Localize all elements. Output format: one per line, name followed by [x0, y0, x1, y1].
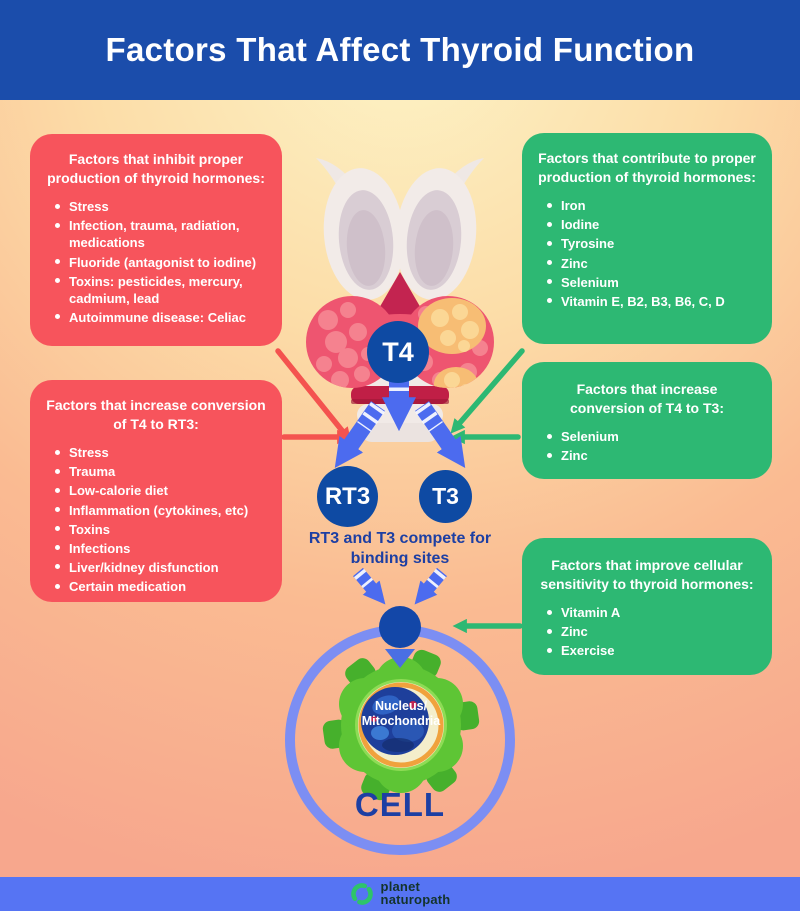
list-item: Low-calorie diet — [54, 482, 270, 499]
list-item: Inflammation (cytokines, etc) — [54, 502, 270, 519]
list-item: Exercise — [546, 642, 760, 659]
box-title: Factors that increase conversion of T4 t… — [569, 381, 724, 417]
box-title: Factors that increase conversion of T4 t… — [46, 397, 266, 433]
rt3-circle: RT3 — [317, 466, 378, 527]
list-item: Infections — [54, 540, 270, 557]
increase-rt3-factors-box: Factors that increase conversion of T4 t… — [30, 380, 282, 602]
footer: planet naturopath — [0, 877, 800, 911]
brand-logo-icon — [350, 883, 373, 905]
list-item: Stress — [54, 198, 270, 215]
list-item: Toxins — [54, 521, 270, 538]
box-title: Factors that contribute to proper produc… — [538, 150, 756, 186]
list-item: Autoimmune disease: Celiac — [54, 309, 270, 326]
brand-name: planet naturopath — [380, 879, 451, 907]
list-item: Fluoride (antagonist to iodine) — [54, 254, 270, 271]
list-item: Vitamin A — [546, 604, 760, 621]
inhibit-factors-box: Factors that inhibit proper production o… — [30, 134, 282, 346]
list-item: Toxins: pesticides, mercury, cadmium, le… — [54, 273, 270, 307]
receptor-dot — [379, 606, 421, 648]
list-item: Trauma — [54, 463, 270, 480]
list-item: Infection, trauma, radiation, medication… — [54, 217, 270, 251]
t4-circle: T4 — [367, 321, 429, 383]
list-item: Zinc — [546, 447, 760, 464]
list-item: Zinc — [546, 255, 760, 272]
t3-label: T3 — [432, 483, 459, 509]
header: Factors That Affect Thyroid Function — [0, 0, 800, 100]
list-item: Liver/kidney disfunction — [54, 559, 270, 576]
receptor-arrow-icon — [385, 649, 415, 668]
t3-circle: T3 — [419, 470, 472, 523]
nucleus-label: Nucleus/ Mitochondria — [361, 699, 441, 728]
thyroid-illustration — [306, 158, 494, 442]
increase-t3-factors-box: Factors that increase conversion of T4 t… — [522, 362, 772, 479]
page-title: Factors That Affect Thyroid Function — [105, 31, 695, 68]
blue-arrow-t3-to-cell — [414, 567, 447, 605]
t4-label: T4 — [382, 336, 414, 367]
box-title: Factors that improve cellular sensitivit… — [540, 557, 754, 593]
box-title: Factors that inhibit proper production o… — [47, 151, 265, 187]
list-item: Selenium — [546, 428, 760, 445]
sensitivity-factors-box: Factors that improve cellular sensitivit… — [522, 538, 772, 675]
list-item: Iodine — [546, 216, 760, 233]
contribute-factors-box: Factors that contribute to proper produc… — [522, 133, 772, 344]
list-item: Vitamin E, B2, B3, B6, C, D — [546, 293, 760, 310]
list-item: Zinc — [546, 623, 760, 640]
list-item: Tyrosine — [546, 235, 760, 252]
compete-note: RT3 and T3 compete for binding sites — [308, 530, 492, 567]
list-item: Certain medication — [54, 578, 270, 595]
cell-label: CELL — [354, 786, 446, 823]
rt3-label: RT3 — [324, 482, 371, 510]
list-item: Iron — [546, 197, 760, 214]
blue-arrow-rt3-to-cell — [353, 567, 386, 605]
list-item: Selenium — [546, 274, 760, 291]
list-item: Stress — [54, 444, 270, 461]
